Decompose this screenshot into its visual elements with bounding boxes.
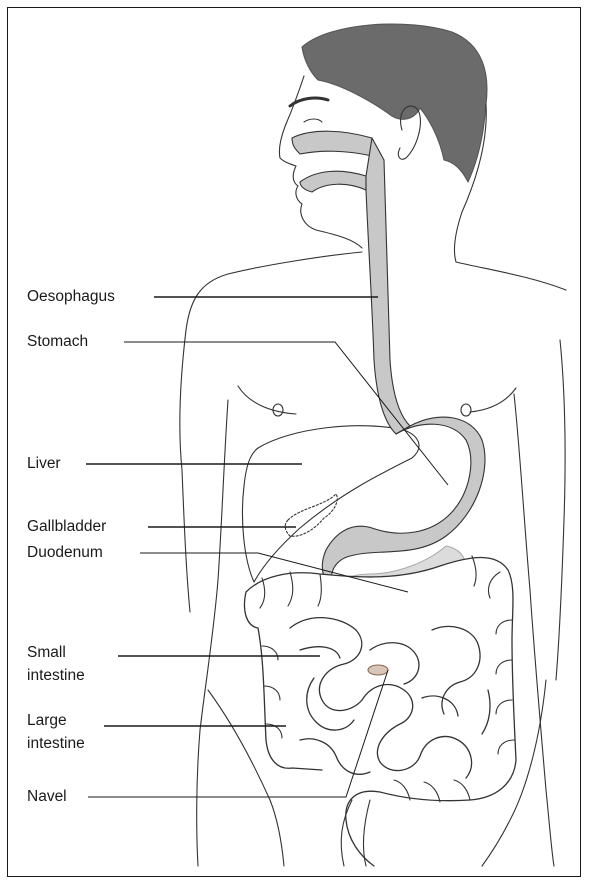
hair bbox=[302, 24, 487, 182]
torso-right bbox=[514, 394, 554, 866]
right-arm bbox=[556, 340, 565, 680]
nasal-cavity bbox=[292, 131, 372, 156]
label-liver: Liver bbox=[27, 453, 61, 474]
label-gallbladder: Gallbladder bbox=[27, 516, 106, 537]
left-nipple bbox=[273, 404, 283, 416]
left-arm bbox=[180, 330, 190, 612]
label-oesophagus: Oesophagus bbox=[27, 286, 115, 307]
chest-right bbox=[470, 388, 516, 412]
mouth-cavity bbox=[300, 171, 366, 192]
label-navel: Navel bbox=[27, 786, 67, 807]
label-duodenum: Duodenum bbox=[27, 542, 103, 563]
large-intestine bbox=[245, 558, 517, 867]
face-outline bbox=[279, 76, 362, 248]
label-small-intestine-line2: intestine bbox=[27, 665, 85, 686]
chest-left bbox=[238, 386, 296, 414]
left-shoulder bbox=[186, 252, 362, 330]
right-nipple bbox=[461, 404, 471, 416]
torso-left bbox=[197, 400, 228, 866]
label-large-intestine-line1: Large bbox=[27, 710, 67, 731]
label-small-intestine-line1: Small bbox=[27, 642, 66, 663]
label-stomach: Stomach bbox=[27, 331, 88, 352]
label-large-intestine-line2: intestine bbox=[27, 733, 85, 754]
eye bbox=[304, 119, 322, 122]
right-shoulder bbox=[456, 262, 566, 290]
navel bbox=[368, 665, 388, 675]
